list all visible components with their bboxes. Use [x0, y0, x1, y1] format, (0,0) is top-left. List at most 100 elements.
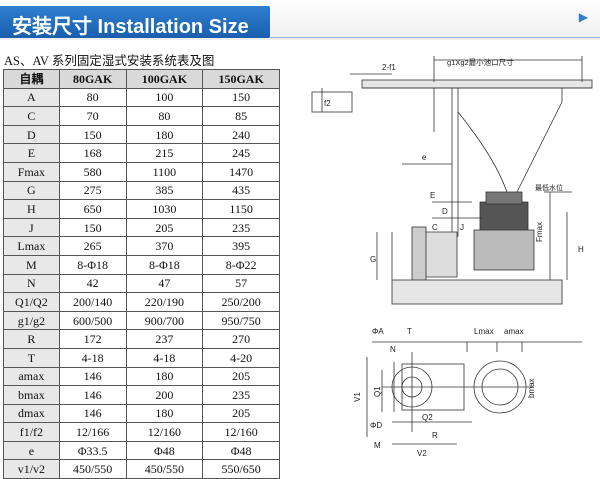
value-cell: 12/160 — [202, 422, 280, 442]
value-cell: 600/500 — [58, 310, 127, 331]
value-cell: 200/140 — [58, 292, 127, 312]
label-V1: V1 — [353, 392, 362, 402]
ground-slab — [361, 79, 593, 89]
label-Fmax: Fmax — [535, 222, 544, 242]
row-label-cell: G — [3, 180, 60, 201]
value-cell: 250/200 — [202, 292, 280, 312]
label-phiD: ΦD — [370, 421, 382, 430]
row-label-cell: N — [3, 273, 60, 294]
value-cell: 235 — [202, 385, 280, 405]
value-cell: 4-18 — [125, 347, 204, 368]
label-Q1: Q1 — [373, 386, 382, 397]
column-header: 80GAK — [58, 69, 127, 89]
value-cell: 80 — [125, 106, 204, 126]
value-cell: 8-Φ18 — [125, 254, 204, 275]
value-cell: 180 — [125, 124, 204, 145]
value-cell: 900/700 — [125, 310, 204, 331]
value-cell: 12/166 — [58, 422, 127, 442]
row-label-cell: H — [3, 199, 60, 219]
value-cell: 180 — [125, 403, 204, 424]
label-Lmax: Lmax — [474, 327, 494, 336]
value-cell: 1470 — [202, 161, 280, 182]
row-label-cell: amax — [3, 366, 60, 387]
value-cell: 8-Φ18 — [58, 254, 127, 275]
value-cell: 200 — [125, 385, 204, 405]
value-cell: Φ48 — [202, 440, 280, 461]
value-cell: 146 — [58, 366, 127, 387]
value-cell: 150 — [58, 124, 127, 145]
value-cell: 100 — [125, 87, 204, 108]
value-cell: 205 — [202, 403, 280, 424]
value-cell: 435 — [202, 180, 280, 201]
table-caption: AS、AV 系列固定湿式安装系统表及图 — [4, 54, 215, 68]
label-N: N — [390, 345, 396, 354]
value-cell: 8-Φ22 — [202, 254, 280, 275]
label-Q2: Q2 — [422, 413, 433, 422]
column-header: 100GAK — [125, 69, 204, 89]
value-cell: 172 — [58, 329, 127, 349]
row-label-cell: C — [3, 106, 60, 126]
label-T: T — [407, 327, 412, 336]
row-label-cell: Lmax — [3, 236, 60, 256]
value-cell: 85 — [202, 106, 280, 126]
label-D: D — [442, 207, 448, 216]
value-cell: 235 — [202, 217, 280, 238]
value-cell: 650 — [58, 199, 127, 219]
value-cell: 950/750 — [202, 310, 280, 331]
label-C: C — [432, 223, 438, 232]
value-cell: 205 — [202, 366, 280, 387]
label-E: E — [430, 191, 435, 200]
table-header-row: 自耦 80GAK 100GAK 150GAK — [3, 69, 280, 89]
row-label-cell: v1/v2 — [3, 459, 60, 479]
label-e: e — [422, 153, 427, 162]
value-cell: 385 — [125, 180, 204, 201]
row-label-cell: E — [3, 143, 60, 163]
value-cell: 1100 — [125, 161, 204, 182]
value-cell: 57 — [202, 273, 280, 294]
label-bmax: bmax — [527, 378, 536, 398]
row-label-cell: Fmax — [3, 161, 60, 182]
value-cell: 275 — [58, 180, 127, 201]
value-cell: 4-20 — [202, 347, 280, 368]
value-cell: 395 — [202, 236, 280, 256]
label-M: M — [374, 441, 381, 450]
value-cell: 240 — [202, 124, 280, 145]
label-R: R — [432, 431, 438, 440]
value-cell: 1150 — [202, 199, 280, 219]
row-label-cell: f1/f2 — [3, 422, 60, 442]
header-divider — [270, 37, 600, 38]
label-G: G — [370, 255, 376, 264]
value-cell: 245 — [202, 143, 280, 163]
pit-floor — [391, 279, 563, 305]
pump-motor — [479, 201, 529, 233]
value-cell: Φ33.5 — [58, 440, 127, 461]
header-title: 安装尺寸 Installation Size — [12, 16, 249, 38]
row-label-cell: R — [3, 329, 60, 349]
section-header: 安装尺寸 Installation Size ▶ — [0, 0, 600, 40]
installation-drawing: 2-f1 f2 g1Xg2最小池口尺寸 e E D C J 最低水位 Fmax … — [282, 52, 600, 462]
value-cell: 270 — [202, 329, 280, 349]
row-label-cell: D — [3, 124, 60, 145]
value-cell: 146 — [58, 385, 127, 405]
water-level-label: 最低水位 — [535, 183, 563, 192]
label-H: H — [578, 245, 584, 254]
